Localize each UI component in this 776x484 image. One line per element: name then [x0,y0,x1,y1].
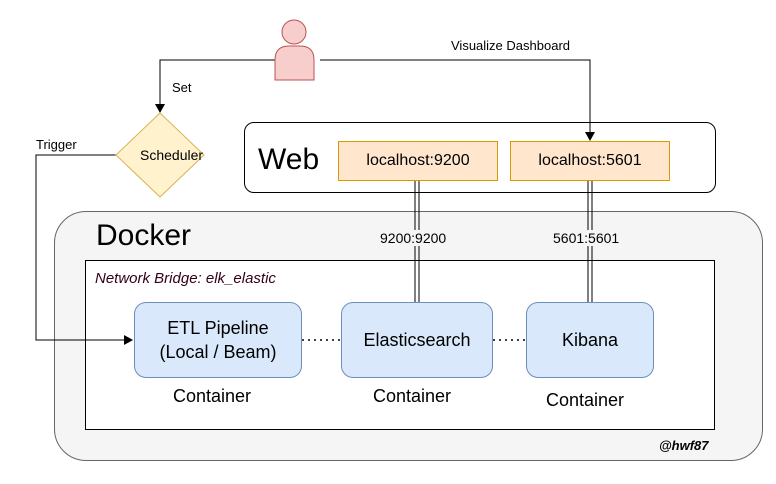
container-caption: Container [173,386,252,406]
watermark: @hwf87 [659,438,709,453]
edge-label-visualize: Visualize Dashboard [451,38,570,53]
network-bridge-label: Network Bridge: elk_elastic [95,270,276,287]
port-box-5601: localhost:5601 [510,141,670,181]
edge-visualize [320,59,591,132]
arrowhead-icon [585,132,595,141]
web-title: Web [258,143,320,176]
edge-label-set: Set [172,80,192,95]
port-mapping-9200: 9200:9200 [378,230,449,246]
container-etl-pipeline: ETL Pipeline (Local / Beam) [134,302,302,378]
edge-trigger [35,154,124,341]
user-icon [274,19,315,81]
container-elasticsearch: Elasticsearch [341,302,493,378]
edge-set [159,59,275,104]
arrowhead-icon [124,335,133,345]
port-label: localhost:9200 [366,152,470,169]
port-mapping-5601: 5601:5601 [551,230,622,246]
edge-label-trigger: Trigger [36,137,77,152]
container-caption: Container [373,386,452,406]
port-box-9200: localhost:9200 [338,141,498,181]
port-label: localhost:5601 [538,152,642,169]
container-name: ETL Pipeline (Local / Beam) [159,318,277,362]
container-caption: Container [546,390,625,410]
arrowhead-icon [155,104,165,113]
container-kibana: Kibana [526,302,654,378]
scheduler-diamond [115,112,205,198]
scheduler-label: Scheduler [140,147,204,163]
container-name: Kibana [561,330,619,350]
docker-title: Docker [96,219,192,252]
container-name: Elasticsearch [363,330,471,350]
